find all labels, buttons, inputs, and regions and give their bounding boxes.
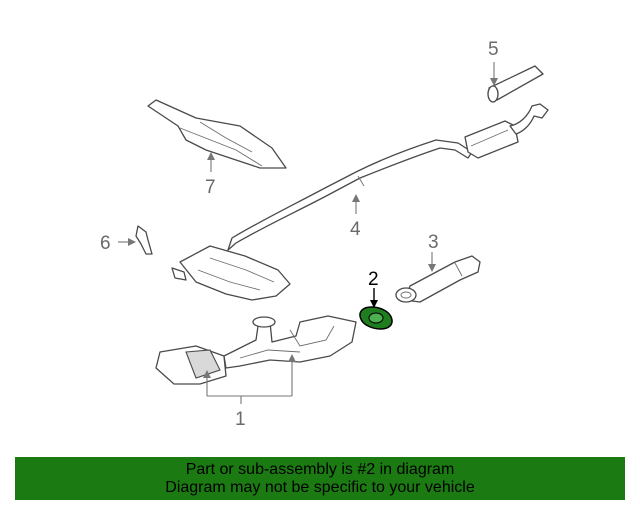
banner-line-disclaimer: Diagram may not be specific to your vehi…: [165, 478, 475, 496]
callout-2-highlighted: 2: [368, 269, 379, 290]
part-1-exhaust-manifold[interactable]: [155, 315, 357, 385]
leader-lines: [118, 62, 498, 404]
callout-4: 4: [350, 219, 361, 240]
info-banner: Part or sub-assembly is #2 in diagram Di…: [15, 457, 625, 500]
callout-7: 7: [205, 177, 216, 198]
callout-1: 1: [235, 409, 246, 430]
callout-3: 3: [428, 232, 439, 253]
part-3-resonator-pipe[interactable]: [395, 255, 481, 303]
banner-line-part: Part or sub-assembly is #2 in diagram: [185, 460, 455, 478]
callout-5: 5: [488, 39, 499, 60]
part-5-tailpipe-tip[interactable]: [487, 65, 544, 103]
part-7-heat-shield[interactable]: [147, 99, 287, 169]
callout-labels: 5 7 4 3 6 1 2: [100, 39, 499, 430]
part-2-gasket[interactable]: [359, 306, 393, 330]
part-4-intermediate-pipe[interactable]: [227, 103, 549, 251]
part-6-hanger-bracket[interactable]: [135, 225, 153, 255]
callout-6: 6: [100, 233, 111, 254]
center-muffler[interactable]: [171, 245, 291, 301]
